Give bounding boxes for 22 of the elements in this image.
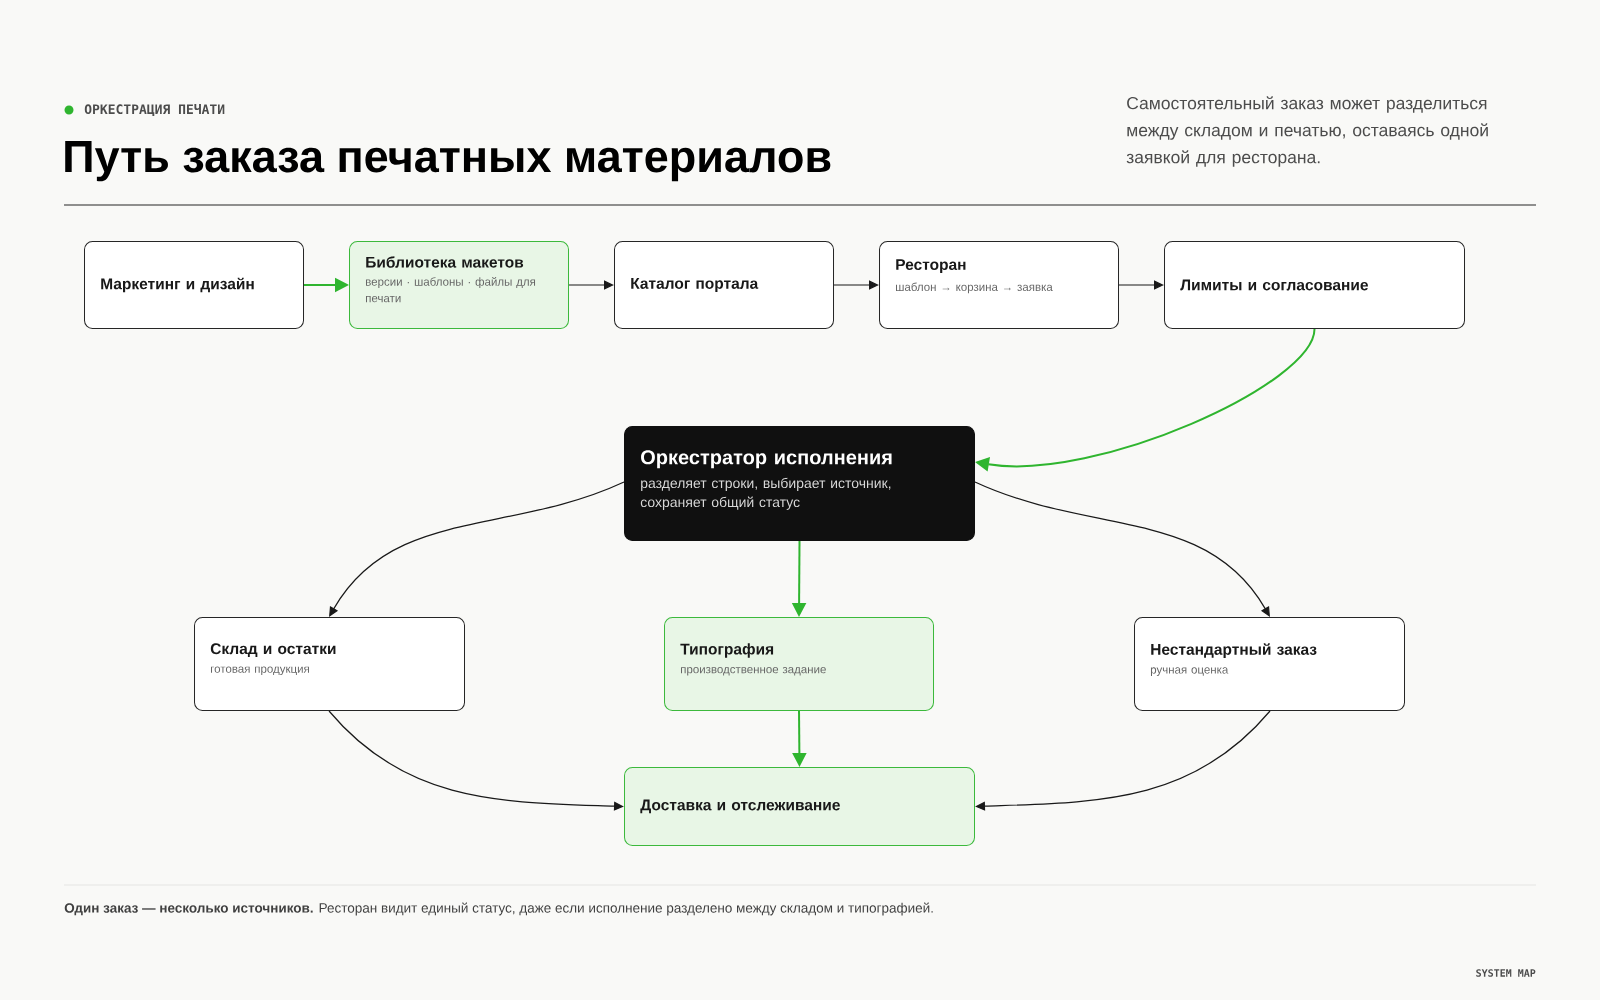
footer-text: SYSTEM MAP <box>1476 969 1536 977</box>
arrow <box>975 710 1271 811</box>
eyebrow-text: ОРКЕСТРАЦИЯ ПЕЧАТИ <box>84 104 225 116</box>
process-box: Библиотека макетов версии · шаблоны · файлы для печати <box>349 241 569 329</box>
process-box: Доставка и отслеживание <box>624 767 975 846</box>
arrow <box>1118 280 1164 290</box>
process-box: Каталог портала <box>614 241 834 329</box>
arrow <box>833 280 879 290</box>
arrow <box>974 481 1270 617</box>
title: Путь заказа печатных материалов <box>65 141 831 182</box>
process-box: Склад и остатки готовая продукция <box>194 617 465 711</box>
arrow <box>329 481 625 617</box>
process-box: Нестандартный заказ ручная оценка <box>1134 617 1405 711</box>
description: Самостоятельный заказ может разделиться между складом и печатью, оставаясь одной заявкой для ресторана. <box>1126 96 1488 167</box>
process-box: Лимиты и согласование <box>1164 241 1465 329</box>
process-box: Ресторан шаблон → корзина → заявка <box>879 241 1119 329</box>
process-box: Типография производственное задание <box>664 617 934 711</box>
arrow <box>328 710 624 811</box>
footnote: Один заказ — несколько источников. Ресторан видит единый статус, даже если исполнение разделено между складом и типографией. <box>64 902 933 916</box>
orchestrator-box: Оркестратор исполнения разделяет строки, выбирает источник, сохраняет общий статус <box>624 426 975 541</box>
arrow <box>568 280 614 290</box>
process-box: Маркетинг и дизайн <box>84 241 304 329</box>
